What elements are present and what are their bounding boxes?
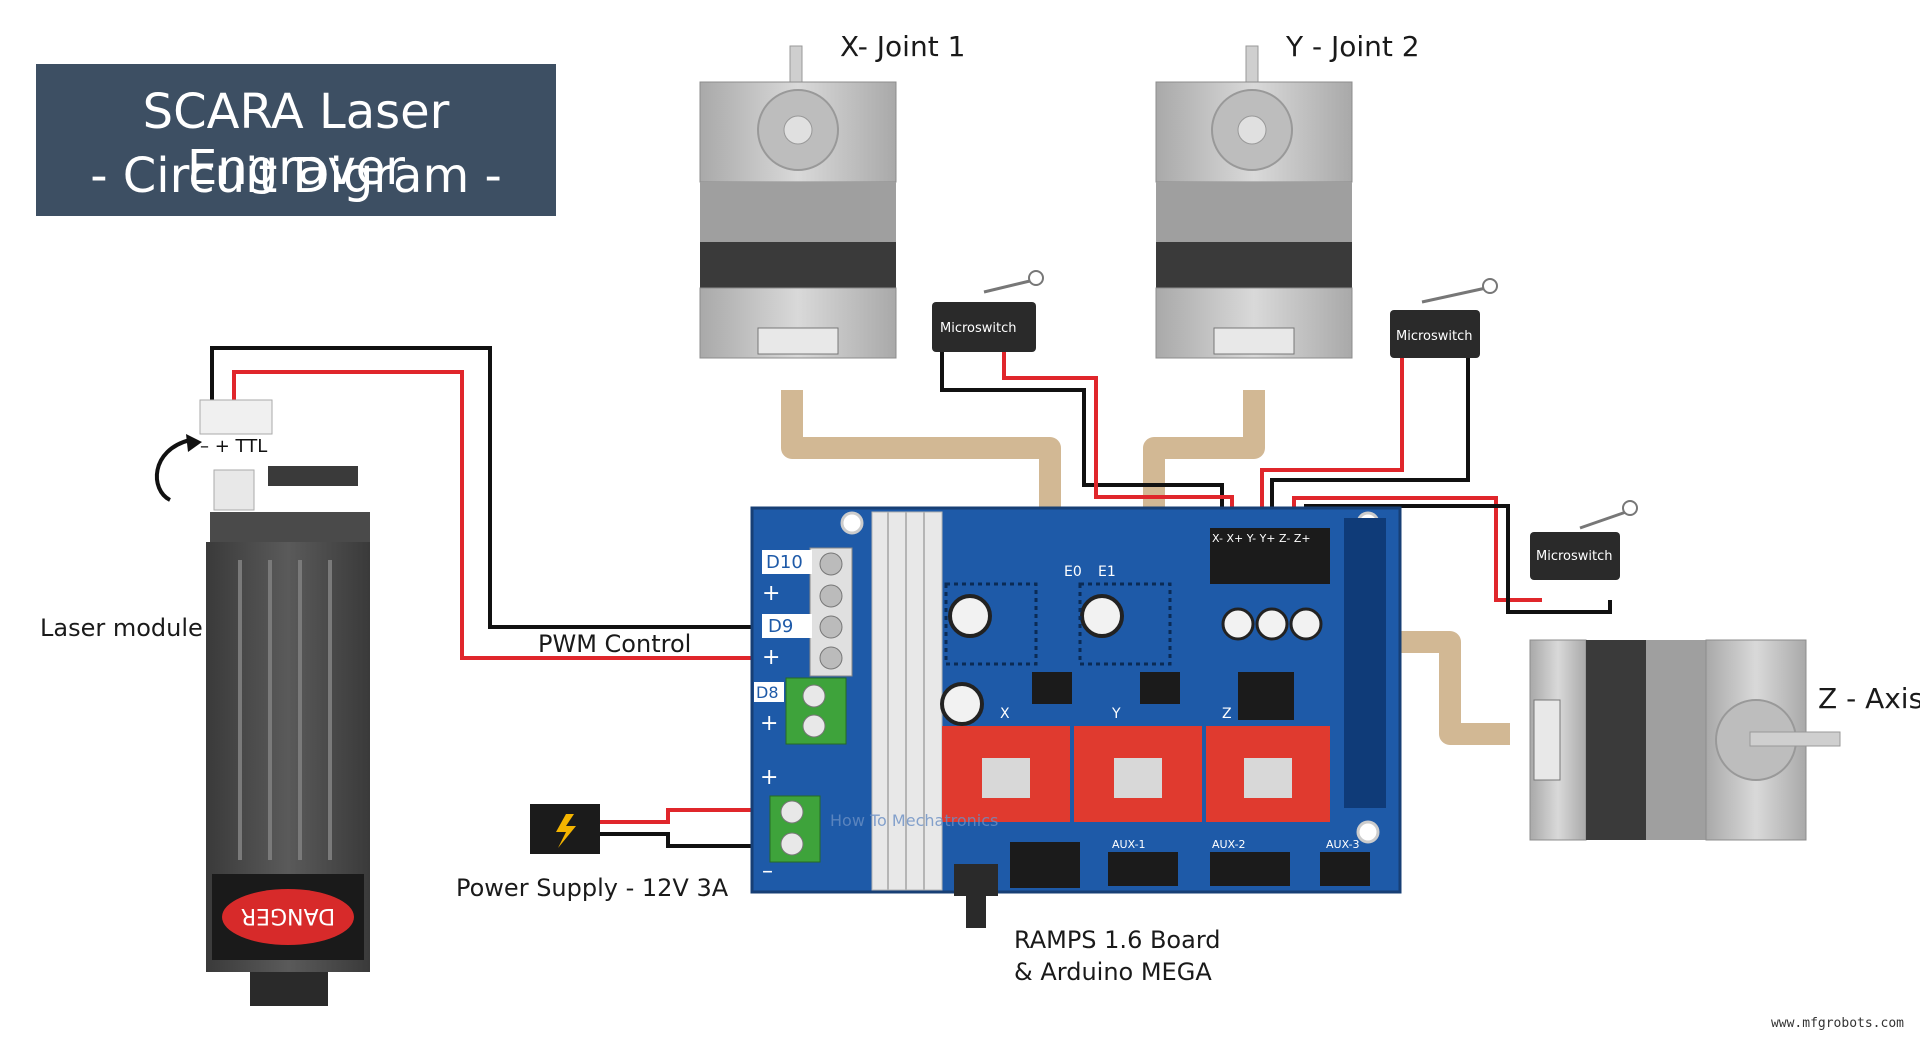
capacitor	[1289, 607, 1323, 641]
aux-header-3	[1320, 852, 1370, 886]
danger-label: DANGER	[241, 903, 335, 928]
terminal-label-plus: +	[762, 645, 780, 670]
wire-xsw-red	[1002, 352, 1234, 528]
aux-header-right	[1344, 518, 1386, 808]
terminal-label-plus: +	[760, 765, 778, 790]
power-supply-connector	[530, 804, 600, 854]
title-line-2: - Circuit Digram -	[90, 148, 502, 204]
aux-header-left	[1010, 842, 1080, 888]
driver-socket-e0	[944, 582, 1038, 666]
stepper-motor-z	[1529, 639, 1841, 841]
wire-ysw-black	[1270, 358, 1470, 528]
board-label-y: Y	[1111, 706, 1121, 722]
footer-watermark: www.mfgrobots.com	[1770, 1016, 1904, 1031]
board-label-e1: E1	[1098, 564, 1116, 580]
mount-hole	[840, 511, 864, 535]
microswitch-z: Microswitch	[1530, 500, 1638, 580]
terminal-label-plus: +	[762, 581, 780, 606]
endstop-header	[1210, 528, 1330, 584]
laser-module: – + TTL DANGER	[155, 399, 370, 1006]
label-z-axis: Z - Axis	[1818, 682, 1920, 715]
label-board-line1: RAMPS 1.6 Board	[1014, 926, 1221, 954]
wire-laser-black	[210, 346, 792, 629]
stepper-motor-x	[699, 45, 897, 359]
wire-psu-red	[600, 808, 770, 824]
capacitor	[1080, 594, 1124, 638]
ramps-board: E0 E1 X Y Z X- X+ Y- Y+ Z- Z+ AUX-1 AUX-…	[750, 506, 1402, 928]
capacitor	[1221, 607, 1255, 641]
microswitch-label: Microswitch	[940, 321, 1017, 336]
watermark: How To Mechatronics	[830, 811, 998, 830]
microswitch-label: Microswitch	[1536, 549, 1613, 564]
board-label-aux1: AUX-1	[1112, 838, 1146, 851]
aux-header-1	[1108, 852, 1178, 886]
motor-connector-x	[1032, 672, 1072, 704]
label-x-joint: X- Joint 1	[840, 30, 965, 63]
terminal-label-d9: D9	[768, 616, 793, 637]
terminal-label-plus: +	[760, 711, 778, 736]
curved-arrow	[155, 438, 191, 502]
label-pwm-control: PWM Control	[538, 630, 692, 658]
motor-connector	[757, 327, 839, 355]
title-box: SCARA Laser Engraver - Circuit Digram -	[36, 64, 556, 216]
microswitch-label: Microswitch	[1396, 329, 1473, 344]
label-laser-module: Laser module	[40, 614, 203, 642]
motor-connector	[1213, 327, 1295, 355]
terminal-label-minus: –	[762, 859, 773, 884]
wire-psu-black	[600, 832, 770, 848]
aux-header-2	[1210, 852, 1290, 886]
mount-hole	[1356, 820, 1380, 844]
board-label-aux2: AUX-2	[1212, 838, 1246, 851]
terminal-label-d8: D8	[756, 683, 779, 702]
label-power-supply: Power Supply - 12V 3A	[456, 874, 729, 902]
label-board-line2: & Arduino MEGA	[1014, 958, 1212, 986]
microswitch-x: Microswitch	[932, 270, 1044, 352]
laser-pin-labels: – + TTL	[200, 436, 267, 457]
motor-connector-z	[1238, 672, 1294, 720]
label-y-joint: Y - Joint 2	[1285, 30, 1420, 63]
wire-laser-red	[232, 370, 792, 660]
reset-switch	[954, 864, 998, 896]
board-label-endstops: X- X+ Y- Y+ Z- Z+	[1212, 532, 1311, 545]
motor-connector	[1533, 699, 1561, 781]
title-line-1: SCARA Laser Engraver	[142, 84, 450, 196]
board-label-z: Z	[1222, 706, 1232, 722]
terminal-label-d10: D10	[766, 552, 803, 573]
board-label-aux3: AUX-3	[1326, 838, 1360, 851]
capacitor	[1255, 607, 1289, 641]
wire-xsw-black	[940, 352, 1224, 528]
wire-ysw-red	[1260, 358, 1404, 528]
microswitch-y: Microswitch	[1390, 278, 1498, 358]
capacitor	[940, 682, 984, 726]
motor-connector-y	[1140, 672, 1180, 704]
driver-socket-e1	[1078, 582, 1172, 666]
board-label-e0: E0	[1064, 564, 1082, 580]
board-label-x: X	[1000, 706, 1010, 722]
stepper-motor-y	[1155, 45, 1353, 359]
capacitor	[948, 594, 992, 638]
